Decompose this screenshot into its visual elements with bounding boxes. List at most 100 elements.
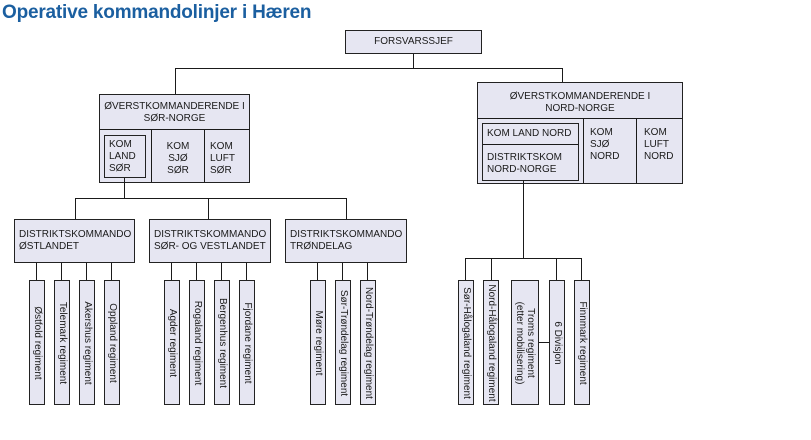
south-command-box: ØVERSTKOMMANDERENDE I SØR-NORGE KOM LAND… (99, 94, 250, 183)
page-title: Operative kommandolinjer i Hæren (2, 2, 312, 23)
south-header: ØVERSTKOMMANDERENDE I SØR-NORGE (100, 99, 249, 127)
divider (636, 118, 637, 183)
kom-luft-nord-line2: LUFT (644, 139, 669, 150)
regiment-label: Sør-Hålogaland regiment (461, 286, 472, 399)
distriktskom-line2: NORD-NORGE (487, 164, 557, 175)
district-trondelag-line2: TRØNDELAG (290, 241, 353, 252)
forsvarssjef-label: FORSVARSSJEF (374, 36, 453, 47)
north-header-line2: NORD-NORGE (545, 103, 615, 114)
regiment-box: Bergenhus regiment (214, 280, 230, 405)
connector (413, 54, 414, 68)
connector (175, 68, 563, 69)
connector (246, 263, 247, 280)
regiment-label: Møre regiment (313, 309, 324, 376)
kom-sjo-nord-line3: NORD (590, 151, 620, 162)
forsvarssjef-box: FORSVARSSJEF (345, 30, 482, 54)
district-trondelag-line1: DISTRIKTSKOMMANDO (290, 229, 403, 240)
regiment-label: Finnmark regiment (577, 300, 588, 385)
connector (465, 258, 466, 280)
district-ostlandet-line1: DISTRIKTSKOMMANDO (19, 229, 132, 240)
connector (346, 198, 347, 219)
kom-sjo-nord-line2: SJØ (590, 139, 610, 150)
connector (523, 180, 524, 258)
kom-luft-sor-line1: KOM (210, 141, 233, 152)
kom-land-nord-box: KOM LAND NORD DISTRIKTSKOM NORD-NORGE (482, 123, 579, 181)
connector (367, 263, 368, 280)
connector (581, 258, 582, 280)
troms-regiment-box: Troms regiment (etter mobilisering) (511, 280, 539, 405)
division-box: 6 Divisjon (549, 280, 565, 405)
south-header-line1: ØVERSTKOMMANDERENDE I (104, 101, 245, 112)
regiment-box: Rogaland regiment (189, 280, 205, 405)
north-header-line1: ØVERSTKOMMANDERENDE I (509, 91, 651, 102)
regiment-label: Telemark regiment (57, 301, 68, 384)
connector (86, 263, 87, 280)
kom-land-sor-line2: LAND (109, 151, 136, 162)
regiment-box: Østfold regiment (29, 280, 45, 405)
connector (556, 258, 557, 280)
regiment-box: Fjordane regiment (239, 280, 255, 405)
troms-line2: (etter mobilisering) (514, 301, 525, 384)
connector (196, 263, 197, 280)
north-command-box: ØVERSTKOMMANDERENDE I NORD-NORGE KOM LAN… (477, 82, 683, 184)
district-ostlandet-line2: ØSTLANDET (19, 241, 80, 252)
connector (208, 198, 209, 219)
troms-line1: Troms regiment (525, 307, 536, 378)
connector (175, 68, 176, 94)
district-sor-vestlandet-line2: SØR- OG VESTLANDET (154, 241, 266, 252)
connector (465, 258, 582, 259)
connector (342, 263, 343, 280)
regiment-box: Finnmark regiment (574, 280, 590, 405)
regiment-box: Møre regiment (310, 280, 326, 405)
district-ostlandet: DISTRIKTSKOMMANDO ØSTLANDET (14, 219, 135, 263)
kom-luft-sor-line2: LUFT (210, 153, 235, 164)
divider (204, 129, 205, 182)
regiment-label: Agder regiment (167, 308, 178, 377)
kom-sjo-sor: KOM SJØ SØR (152, 139, 204, 179)
regiment-box: Nord-Trøndelag regiment (360, 280, 376, 405)
regiment-box: Telemark regiment (54, 280, 70, 405)
kom-luft-nord-line1: KOM (644, 127, 667, 138)
divider (478, 118, 682, 119)
troms-regiment-label: Troms regiment (etter mobilisering) (514, 301, 536, 384)
connector (36, 263, 37, 280)
regiment-label: Nord-Hålogaland regiment (486, 283, 497, 402)
kom-sjo-nord: KOM SJØ NORD (586, 125, 623, 165)
regiment-label: Bergenhus regiment (217, 297, 228, 388)
connector (111, 263, 112, 280)
kom-luft-sor-line3: SØR (210, 165, 232, 176)
district-sor-vestlandet-line1: DISTRIKTSKOMMANDO (154, 229, 267, 240)
district-trondelag: DISTRIKTSKOMMANDO TRØNDELAG (285, 219, 407, 263)
kom-land-sor-box: KOM LAND SØR (104, 135, 146, 178)
kom-land-sor-line3: SØR (109, 163, 131, 174)
regiment-label: Sør-Trøndelag regiment (338, 289, 349, 396)
regiment-box: Sør-Hålogaland regiment (458, 280, 474, 405)
kom-luft-nord: KOM LUFT NORD (640, 125, 677, 165)
regiment-box: Nord-Hålogaland regiment (483, 280, 499, 405)
divider (100, 129, 249, 130)
regiment-box: Oppland regiment (104, 280, 120, 405)
connector (75, 198, 347, 199)
kom-sjo-sor-line2: SJØ (168, 153, 188, 164)
divider (583, 118, 584, 183)
regiment-box: Agder regiment (164, 280, 180, 405)
regiment-label: Oppland regiment (107, 302, 118, 383)
connector (562, 68, 563, 82)
kom-land-sor-line1: KOM (109, 139, 132, 150)
connector (124, 178, 125, 198)
kom-sjo-sor-line1: KOM (166, 141, 190, 152)
district-sor-vestlandet: DISTRIKTSKOMMANDO SØR- OG VESTLANDET (149, 219, 271, 263)
regiment-box: Sør-Trøndelag regiment (335, 280, 351, 405)
connector (61, 263, 62, 280)
connector (491, 258, 492, 280)
divider (483, 144, 578, 145)
division-label: 6 Divisjon (552, 320, 563, 365)
connector (171, 263, 172, 280)
distriktskom-line1: DISTRIKTSKOM (487, 152, 563, 163)
north-header: ØVERSTKOMMANDERENDE I NORD-NORGE (478, 89, 682, 117)
kom-land-nord: KOM LAND NORD (487, 128, 572, 139)
regiment-label: Østfold regiment (32, 305, 43, 380)
south-header-line2: SØR-NORGE (143, 113, 206, 124)
regiment-label: Akershus regiment (82, 300, 93, 385)
kom-sjo-sor-line3: SØR (167, 165, 189, 176)
